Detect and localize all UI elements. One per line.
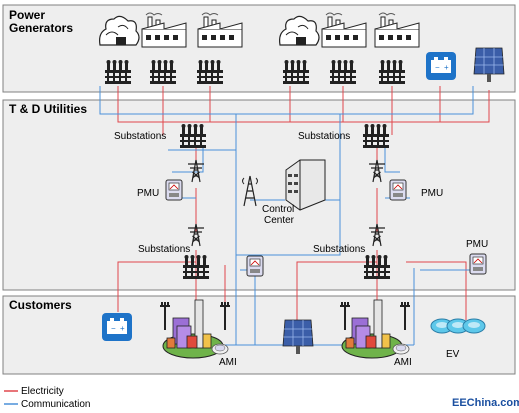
battery-storage-icon (426, 52, 456, 80)
label-ami-right: AMI (394, 357, 412, 368)
generators-title-line1: Power (9, 8, 45, 22)
section-title-generators: Power Generators (9, 8, 73, 35)
ev-car-icon (462, 318, 486, 334)
section-title-customers: Customers (9, 298, 72, 312)
label-substations-lower-left: Substations (138, 244, 190, 255)
label-pmu-right: PMU (421, 188, 443, 199)
electricity-lines (117, 86, 490, 320)
legend-communication-label: Communication (21, 399, 90, 410)
generators-title-line2: Generators (9, 21, 73, 35)
section-title-utilities: T & D Utilities (9, 102, 87, 116)
label-ami-left: AMI (219, 357, 237, 368)
legend: Electricity Communication (4, 386, 90, 410)
pmu-meter-icon (469, 253, 487, 275)
control-center-line2: Center (264, 215, 295, 226)
customer-battery-icon (102, 313, 132, 341)
panel-customers (2, 295, 516, 375)
pmu-meter-icon (165, 179, 183, 201)
watermark: EEChina.com (452, 397, 519, 409)
label-pmu-left: PMU (137, 188, 159, 199)
label-ev: EV (446, 349, 460, 360)
label-control-center: Control Center (262, 204, 297, 226)
label-pmu-lower-right: PMU (466, 239, 488, 250)
ami-smart-meter-icon (392, 343, 410, 355)
label-substations-upper-left: Substations (114, 131, 166, 142)
legend-electricity-label: Electricity (21, 386, 64, 397)
label-substations-upper-right: Substations (298, 131, 350, 142)
communication-lines (99, 86, 474, 346)
ami-smart-meter-icon (211, 343, 229, 355)
control-center-building-icon (285, 159, 326, 211)
pmu-meter-icon (246, 255, 264, 277)
control-center-line1: Control (262, 204, 294, 215)
label-substations-lower-right: Substations (313, 244, 365, 255)
pmu-meter-icon (389, 179, 407, 201)
